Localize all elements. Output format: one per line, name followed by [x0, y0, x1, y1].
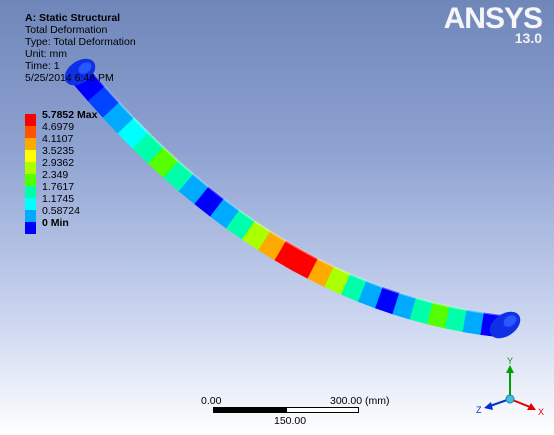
- legend-label: 1.7617: [42, 181, 75, 193]
- result-time: Time: 1: [25, 60, 60, 72]
- leaf-spring-model: [64, 58, 521, 339]
- legend-label: 4.1107: [42, 133, 74, 145]
- scale-end-label: 300.00 (mm): [330, 395, 390, 407]
- legend-swatch: [25, 126, 36, 138]
- scale-bar: [213, 407, 359, 413]
- scale-start-label: 0.00: [201, 395, 222, 407]
- left-spring-eye: [64, 58, 96, 86]
- legend-swatch: [25, 150, 36, 162]
- scale-mid-label: 150.00: [274, 415, 307, 427]
- legend-label: 2.349: [42, 169, 69, 181]
- logo-version: 13.0: [514, 30, 542, 46]
- legend-label: 3.5235: [42, 145, 75, 157]
- legend-swatch: [25, 198, 36, 210]
- legend-label: 1.1745: [42, 193, 75, 205]
- result-name: Total Deformation: [25, 24, 108, 36]
- right-spring-eye: [489, 311, 521, 339]
- scale-bar-black: [213, 407, 286, 413]
- legend-swatch: [25, 210, 36, 222]
- axis-triad[interactable]: Y X Z: [474, 355, 546, 425]
- result-unit: Unit: mm: [25, 48, 67, 60]
- analysis-title: A: Static Structural: [25, 12, 121, 24]
- triad-origin: [505, 394, 515, 404]
- x-axis-arrow: [527, 403, 536, 410]
- ansys-logo: ANSYS 13.0: [443, 2, 543, 46]
- result-timestamp: 5/25/2014 6:46 PM: [25, 72, 114, 84]
- y-axis-label: Y: [507, 356, 513, 366]
- z-axis-arrow: [484, 402, 493, 410]
- legend-swatch: [25, 222, 36, 234]
- legend-swatch: [25, 162, 36, 174]
- legend-label: 4.6979: [42, 121, 75, 133]
- spring-segment: [462, 309, 485, 335]
- z-axis-label: Z: [476, 405, 482, 415]
- legend-label: 2.9362: [42, 157, 75, 169]
- legend-label: 5.7852 Max: [42, 109, 98, 121]
- legend-swatch: [25, 138, 36, 150]
- legend-label: 0.58724: [42, 205, 80, 217]
- logo-brand: ANSYS: [443, 2, 543, 35]
- spring-highlight: [89, 69, 502, 317]
- legend-swatch: [25, 174, 36, 186]
- x-axis-label: X: [538, 407, 544, 417]
- result-type: Type: Total Deformation: [25, 36, 136, 48]
- legend-swatch: [25, 186, 36, 198]
- scale-bar-white: [286, 407, 359, 413]
- legend-label: 0 Min: [42, 217, 69, 229]
- legend-swatch: [25, 114, 36, 126]
- y-axis-arrow: [506, 365, 514, 373]
- result-info: A: Static Structural Total Deformation T…: [25, 12, 136, 84]
